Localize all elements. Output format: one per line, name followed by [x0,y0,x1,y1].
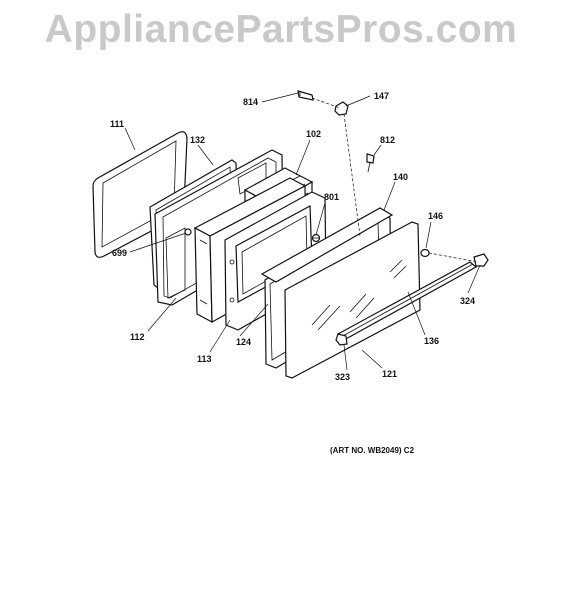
label-146: 146 [428,211,443,221]
art-number-caption: (ART NO. WB2049) C2 [330,446,415,455]
label-102: 102 [306,129,321,139]
leader-line [407,291,426,336]
window-frame-part-124 [224,191,327,331]
label-112: 112 [130,332,145,342]
spacer-part-146 [420,248,430,258]
assembly-line [311,97,341,109]
leader-line [124,127,136,151]
label-140: 140 [393,172,408,182]
end-cap-part-323 [335,333,348,346]
leader-line [315,202,326,236]
end-cap-part-324 [473,253,489,267]
label-324: 324 [460,296,475,306]
outer-glass-part-121 [284,221,421,379]
watermark-logo: AppliancePartsPros.com [44,8,518,51]
leader-line [467,264,481,294]
leader-line [383,181,396,211]
screw-part-801 [311,233,321,243]
leader-line [239,303,269,337]
label-801: 801 [324,192,339,202]
leader-line [343,344,348,371]
label-111: 111 [110,119,124,129]
assembly-line [343,113,361,237]
leader-line [209,319,231,353]
assembly-line [428,252,479,263]
label-132: 132 [190,135,205,145]
leader-line [197,144,214,166]
label-147: 147 [374,91,389,101]
leader-line [261,92,299,103]
label-121: 121 [382,369,397,379]
nut-part-147 [334,101,349,116]
screw-part-699 [184,228,192,236]
label-124: 124 [236,337,251,347]
label-699: 699 [112,248,127,258]
label-812: 812 [380,135,395,145]
leader-line [345,95,371,107]
label-814: 814 [243,97,258,107]
leader-line [147,297,177,332]
screw-part-812 [366,153,375,173]
leader-line [129,232,187,253]
leader-line [295,139,311,176]
label-136: 136 [424,336,439,346]
leader-line [425,221,432,249]
label-113: 113 [197,354,212,364]
leader-line [373,144,382,156]
leader-line [361,349,383,369]
label-323: 323 [335,372,350,382]
screw-part-814 [297,90,314,101]
